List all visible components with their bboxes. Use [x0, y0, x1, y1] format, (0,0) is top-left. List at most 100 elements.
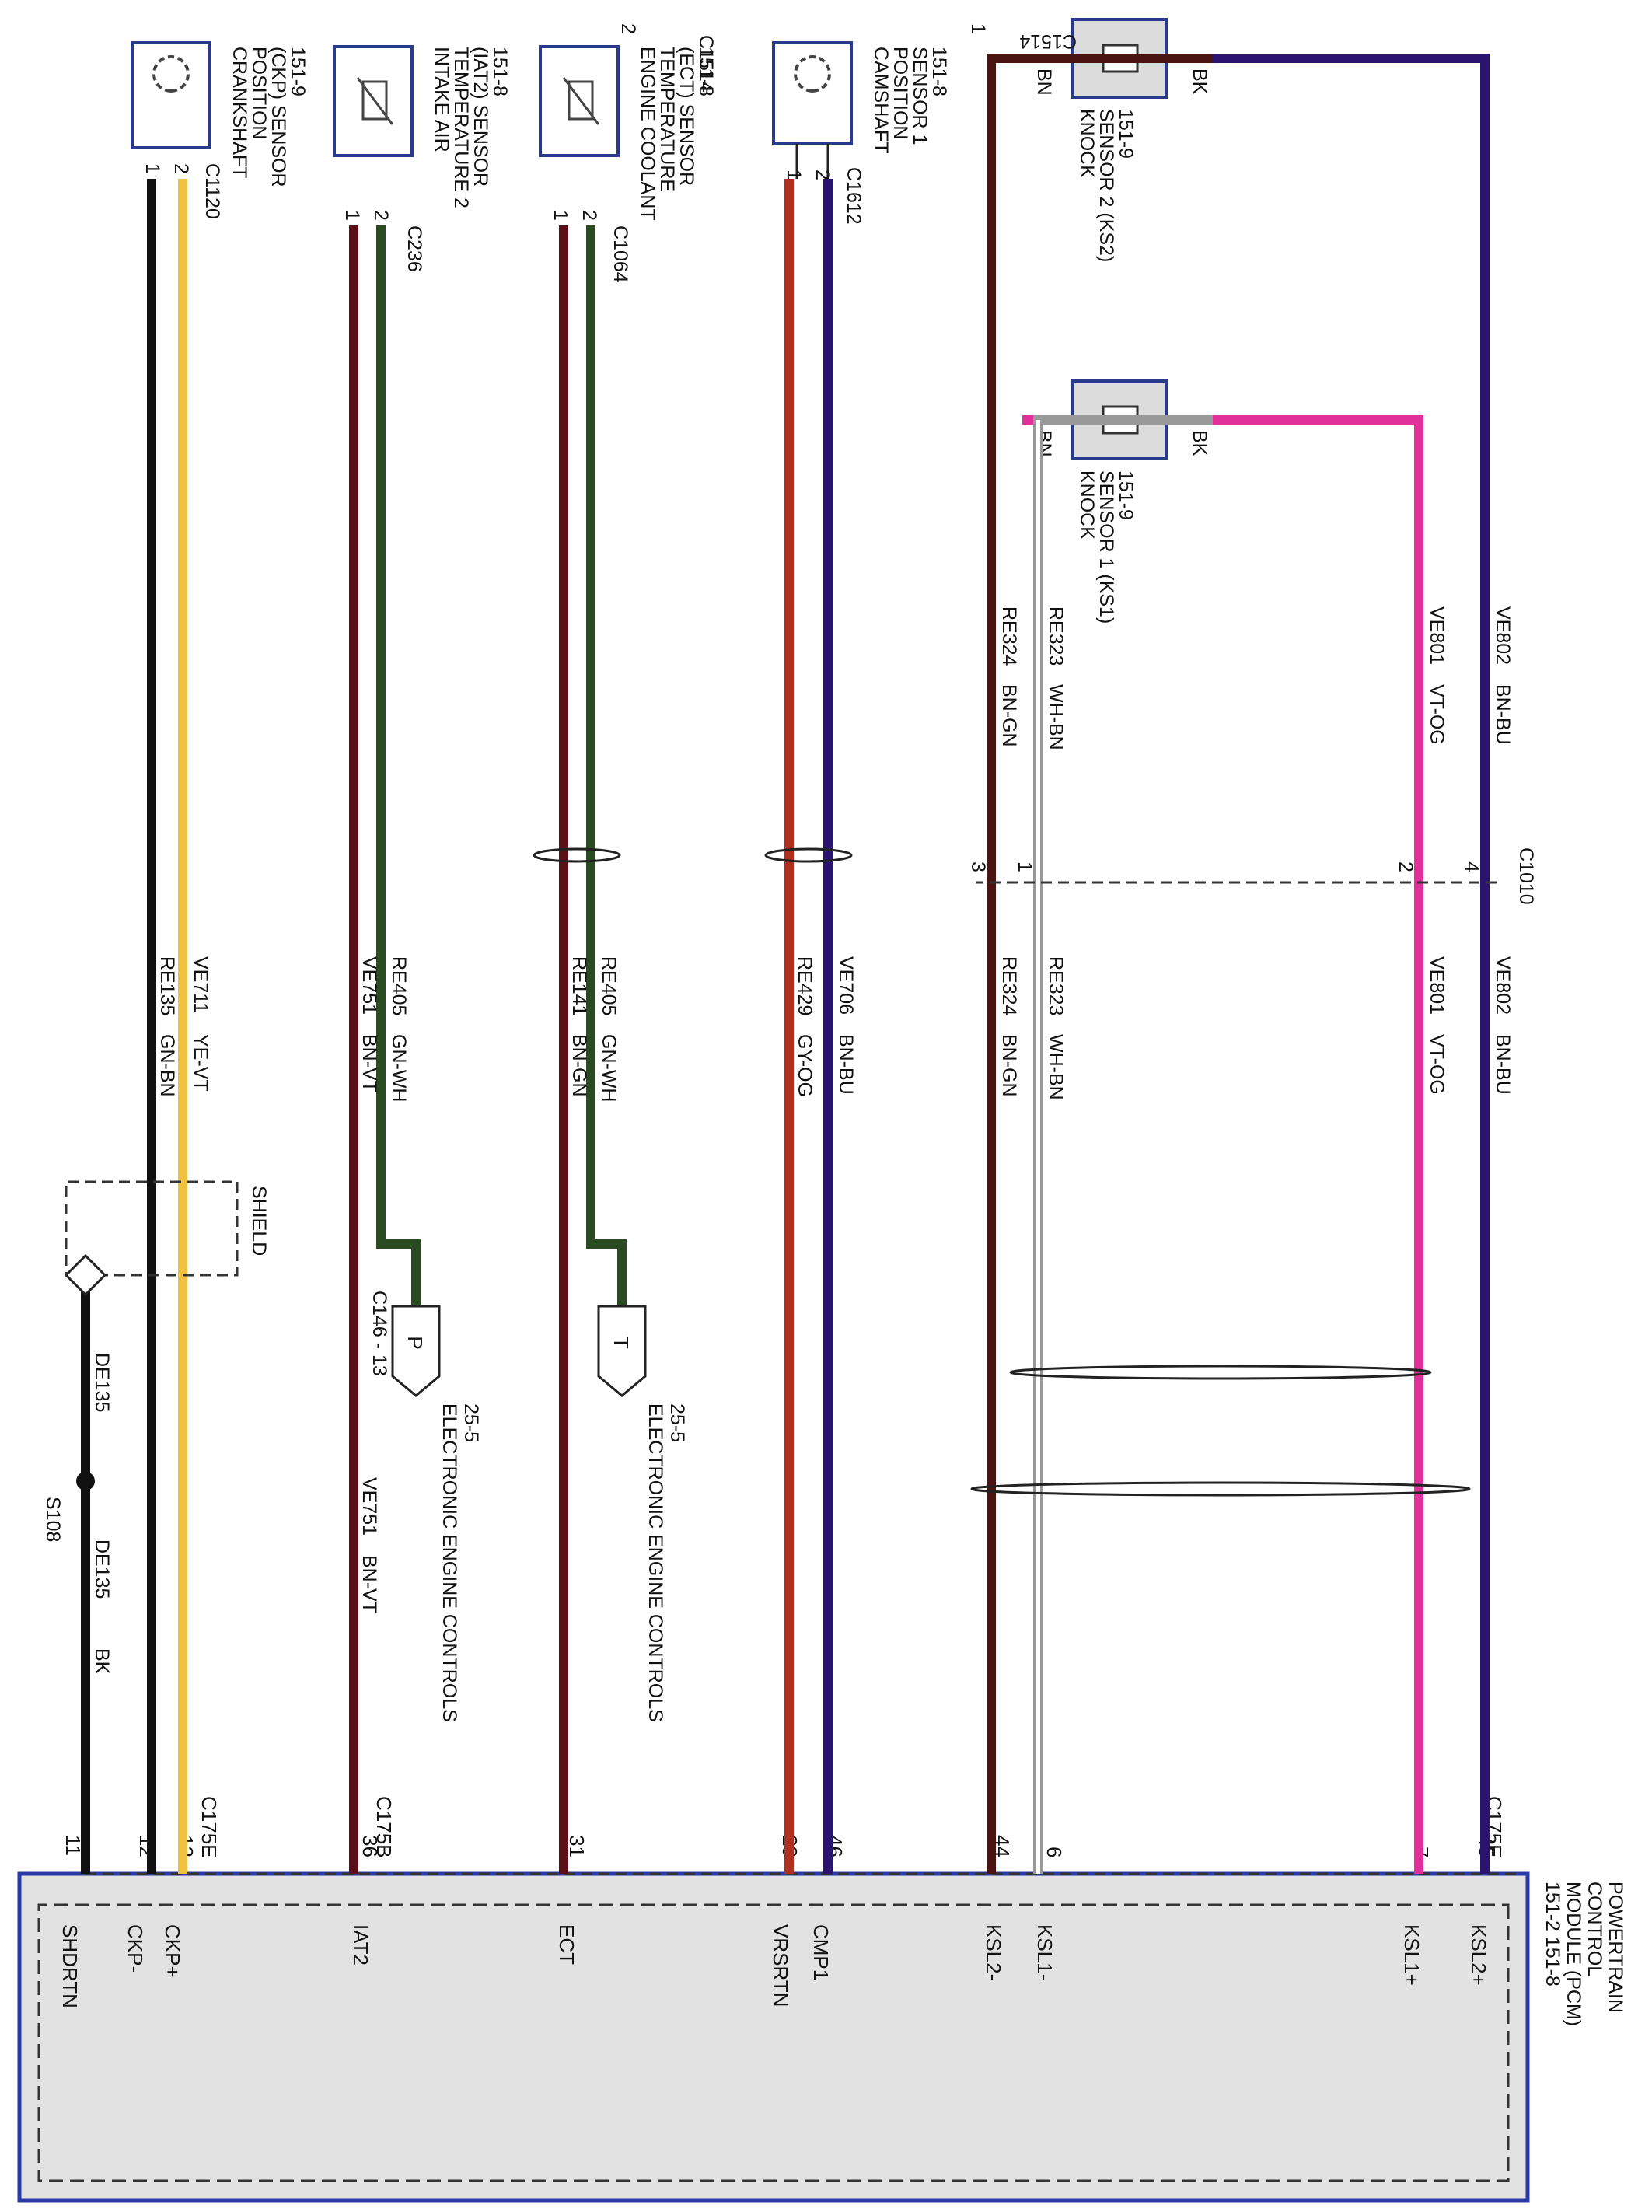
ect-sensor-title: ENGINE COOLANT TEMPERATURE (ECT) SENSOR … [637, 47, 717, 221]
camshaft-position-sensor: CAMSHAFT POSITION SENSOR 1 151-8 C1612 1… [772, 41, 950, 225]
thermistor-slash-2 [356, 77, 394, 125]
connector-c175e-bottom: C175E [197, 1796, 221, 1858]
ks2-title-1: KNOCK [1076, 109, 1098, 178]
pcm-title-line4: 151-2 151-8 [1542, 1882, 1563, 1987]
ect-sensor: ENGINE COOLANT TEMPERATURE (ECT) SENSOR … [539, 45, 717, 283]
ckp-title-2: POSITION [248, 47, 270, 139]
iat2-connector: C236 [403, 225, 425, 272]
knock-sensor-2-bk: BK [1189, 68, 1210, 95]
label-re324-color-bottom: BN-GN [998, 1034, 1020, 1097]
wire-labels: VE802 BN-BU VE802 BN-BU VE801 VT-OG VE80… [91, 606, 1514, 1675]
pin-name-cmp1: CMP1 [809, 1924, 833, 1980]
ect-connector: C1064 [609, 225, 631, 283]
cmp-title-4: 151-8 [928, 47, 950, 96]
knock-sensor-1-title: KNOCK SENSOR 1 (KS1) 151-9 [1076, 470, 1137, 624]
reference-p-text-1: ELECTRONIC ENGINE CONTROLS [438, 1403, 460, 1722]
label-re323-bottom: RE323 [1045, 956, 1067, 1015]
ks2-connector-left: C1514 [695, 35, 717, 93]
label-ve706-color: BN-BU [835, 1034, 857, 1095]
pcm-pin-numbers: 45 7 6 44 46 29 31 36 13 12 11 C175E C17… [61, 1796, 1506, 1858]
shield: SHIELD S108 [42, 1180, 270, 1542]
ect-pin-2: 2 [578, 210, 600, 221]
c1010-label: C1010 [1515, 847, 1537, 905]
c1010-pin-4: 4 [1461, 861, 1483, 872]
knock-sensor-2-bn: BN [1033, 68, 1055, 96]
cmp-pin-2: 2 [812, 169, 833, 180]
pcm-inner-border [37, 1903, 1510, 2182]
label-ve751-color-top: BN-VT [358, 1034, 380, 1092]
pin-name-ksl1minus: KSL1- [1033, 1924, 1057, 1980]
label-de135-top: DE135 [91, 1353, 113, 1412]
pcm-title: POWERTRAIN CONTROL MODULE (PCM) 151-2 15… [1542, 1882, 1626, 2026]
thermistor-slash [562, 77, 600, 125]
pcm-module: POWERTRAIN CONTROL MODULE (PCM) 151-2 15… [17, 1871, 1626, 2203]
label-ve801-color-bottom: VT-OG [1426, 1034, 1448, 1095]
label-re141-color: BN-GN [568, 1034, 590, 1097]
label-ve711: VE711 [190, 956, 211, 1013]
label-re141: RE141 [568, 956, 590, 1015]
ks2-title-3: 151-9 [1115, 109, 1137, 159]
inline-connector-c1010: C1010 4 2 1 3 [967, 847, 1537, 905]
label-ve801-color-top: VT-OG [1426, 684, 1448, 745]
cmp-pin-1: 1 [783, 169, 805, 180]
label-re429-color: GY-OG [794, 1034, 816, 1097]
iat2-sensor-box [333, 45, 414, 157]
label-ve751-color-bottom: BN-VT [358, 1555, 380, 1613]
ect-sensor-box [539, 45, 620, 157]
cmp-sensor-title: CAMSHAFT POSITION SENSOR 1 151-8 [870, 47, 950, 154]
label-re323-color-bottom: WH-BN [1045, 1034, 1067, 1100]
pin-name-shdrtn: SHDRTN [58, 1924, 82, 2008]
ks2-connector-right: C1514 [1019, 30, 1077, 52]
ckp-connector: C1120 [201, 163, 223, 219]
reference-p-letter: P [403, 1336, 427, 1349]
pcm-box [17, 1871, 1530, 2203]
label-ve706: VE706 [835, 956, 857, 1015]
label-re135: RE135 [156, 956, 178, 1015]
splice-label: S108 [42, 1497, 64, 1542]
pcm-title-line1: POWERTRAIN [1605, 1882, 1626, 2013]
cmp-sensor-box [772, 41, 853, 145]
pin-name-ckpminus: CKP- [124, 1924, 147, 1973]
pin-number-36: 36 [358, 1835, 382, 1857]
label-ve802-top: VE802 [1492, 606, 1514, 665]
shield-ground-diamond [64, 1253, 107, 1297]
reference-p: P ELECTRONIC ENGINE CONTROLS 25-5 [391, 1305, 482, 1722]
c1010-pin-2: 2 [1395, 861, 1416, 872]
crankshaft-position-sensor: CRANKSHAFT POSITION (CKP) SENSOR 151-9 C… [131, 41, 309, 219]
pin-name-ect: ECT [555, 1924, 578, 1965]
pin-number-31: 31 [565, 1835, 589, 1857]
wire-re405-ect [586, 225, 627, 1306]
label-re323-color-top: WH-BN [1045, 684, 1067, 750]
ks1-title-2: SENSOR 1 (KS1) [1095, 470, 1117, 624]
iat2-sensor-title: INTAKE AIR TEMPERATURE 2 (IAT2) SENSOR 1… [431, 47, 511, 208]
splice-s108 [76, 1472, 95, 1490]
twisted-pair-markers [533, 847, 1471, 1497]
ect-title-2: TEMPERATURE [656, 47, 678, 192]
ckp-title-3: (CKP) SENSOR [267, 47, 289, 187]
c1010-pin-3: 3 [967, 861, 989, 872]
ect-title-3: (ECT) SENSOR [676, 47, 697, 186]
ect-title-4: 151-8 [695, 47, 717, 96]
label-re429: RE429 [794, 956, 816, 1015]
pcm-title-line3: MODULE (PCM) [1563, 1882, 1584, 2026]
ckp-pin-1: 1 [141, 163, 163, 174]
gear-icon [794, 55, 831, 93]
shield-label: SHIELD [248, 1186, 270, 1256]
reference-t-text-2: 25-5 [666, 1403, 688, 1442]
label-ve801-top: VE801 [1426, 606, 1448, 665]
cmp-title-2: POSITION [889, 47, 911, 139]
pin-name-ksl2minus: KSL2- [982, 1924, 1005, 1980]
ks1-title-3: 151-9 [1115, 470, 1137, 520]
label-re324-color-top: BN-GN [998, 684, 1020, 747]
ckp-sensor-title: CRANKSHAFT POSITION (CKP) SENSOR 151-9 [229, 47, 309, 187]
pin-name-ksl1plus: KSL1+ [1400, 1924, 1423, 1986]
ckp-sensor-box [131, 41, 211, 149]
pin-name-ksl2plus: KSL2+ [1467, 1924, 1490, 1986]
label-ve802-bottom: VE802 [1492, 956, 1514, 1015]
label-ve801-bottom: VE801 [1426, 956, 1448, 1015]
wire-re324 [987, 54, 1213, 1874]
twist-marker-1 [1009, 1365, 1432, 1380]
twist-marker-4 [533, 847, 621, 863]
ckp-title-1: CRANKSHAFT [229, 47, 250, 178]
iat2-title-3: (IAT2) SENSOR [470, 47, 491, 187]
